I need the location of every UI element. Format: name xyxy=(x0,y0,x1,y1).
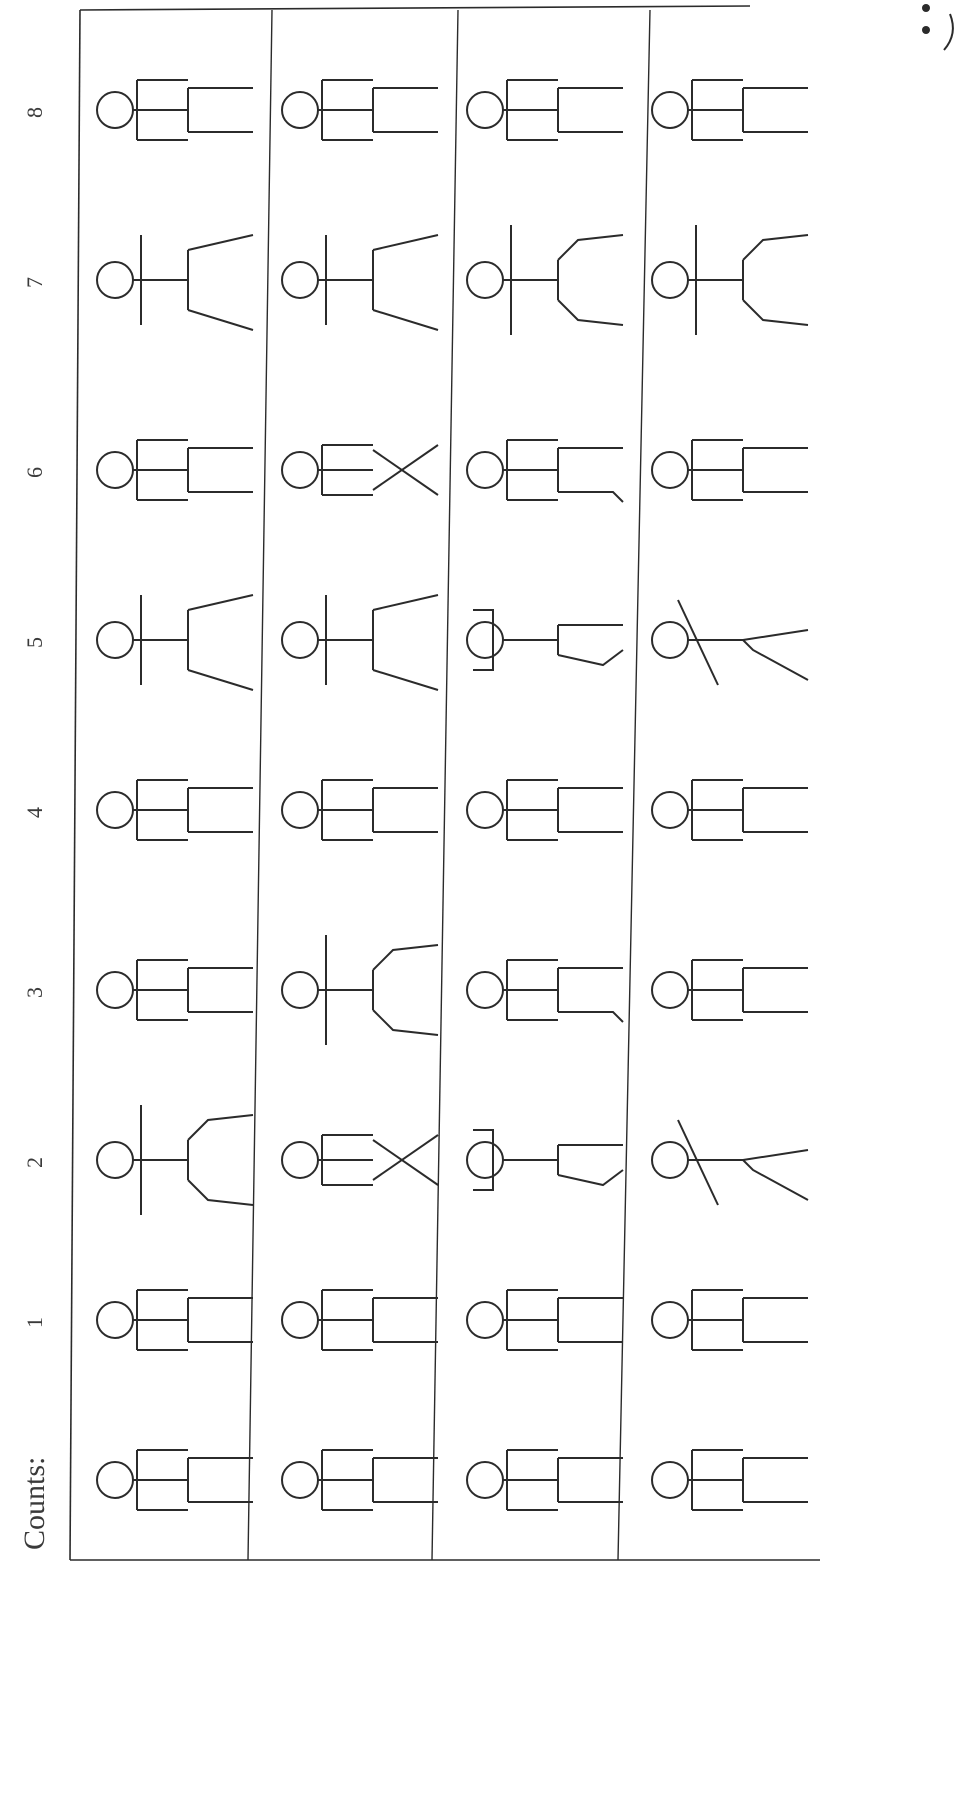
figure-row-4-count-7 xyxy=(652,225,808,335)
figure-row-2-count-6 xyxy=(282,445,438,495)
figure-row-3-count-8 xyxy=(467,80,623,140)
figure-row-4-count-8 xyxy=(652,80,808,140)
figure-start-3 xyxy=(467,1450,623,1510)
figure-row-3-count-2 xyxy=(467,1130,623,1190)
figure-row-2-count-2 xyxy=(282,1135,438,1185)
count-number: 2 xyxy=(22,1157,47,1168)
figure-start-4 xyxy=(652,1450,808,1510)
figure-row-3-count-5 xyxy=(467,610,623,670)
count-number: 5 xyxy=(22,637,47,648)
figure-start-2 xyxy=(282,1450,438,1510)
figure-row-3-count-1 xyxy=(467,1290,623,1350)
figure-row-1-count-6 xyxy=(97,440,253,500)
count-labels: Counts: 1 2 3 4 5 6 7 8 xyxy=(18,107,51,1550)
figure-row-3-count-3 xyxy=(467,960,623,1022)
count-number: 8 xyxy=(22,107,47,118)
figure-row-2-count-1 xyxy=(282,1290,438,1350)
figure-row-3-count-4 xyxy=(467,780,623,840)
figure-row-1-count-2 xyxy=(97,1105,253,1215)
figure-row-2-count-8 xyxy=(282,80,438,140)
figure-row-4-count-1 xyxy=(652,1290,808,1350)
figure-row-3-count-7 xyxy=(467,225,623,335)
figure-row-1-count-8 xyxy=(97,80,253,140)
corner-mark xyxy=(922,4,953,50)
count-number: 3 xyxy=(22,987,47,998)
figure-row-2-count-4 xyxy=(282,780,438,840)
figure-row-4-count-2 xyxy=(652,1120,808,1205)
figure-row-4-count-5 xyxy=(652,600,808,685)
count-number: 6 xyxy=(22,467,47,478)
figure-row-1-count-7 xyxy=(97,235,253,330)
figure-row-1-count-1 xyxy=(97,1290,253,1350)
figure-row-4-count-4 xyxy=(652,780,808,840)
figure-start-1 xyxy=(97,1450,253,1510)
count-number: 7 xyxy=(22,277,47,288)
counts-label: Counts: xyxy=(18,1457,51,1550)
figure-row-4-count-6 xyxy=(652,440,808,500)
figure-row-2-count-7 xyxy=(282,235,438,330)
figure-row-1-count-4 xyxy=(97,780,253,840)
figure-row-1-count-5 xyxy=(97,595,253,690)
figure-row-1-count-3 xyxy=(97,960,253,1020)
figure-row-2-count-3 xyxy=(282,935,438,1045)
figure-cells xyxy=(97,80,808,1510)
count-number: 1 xyxy=(22,1317,47,1328)
figure-row-2-count-5 xyxy=(282,595,438,690)
table-grid xyxy=(70,6,820,1560)
count-number: 4 xyxy=(22,807,47,818)
figure-row-3-count-6 xyxy=(467,440,623,502)
figure-row-4-count-3 xyxy=(652,960,808,1020)
